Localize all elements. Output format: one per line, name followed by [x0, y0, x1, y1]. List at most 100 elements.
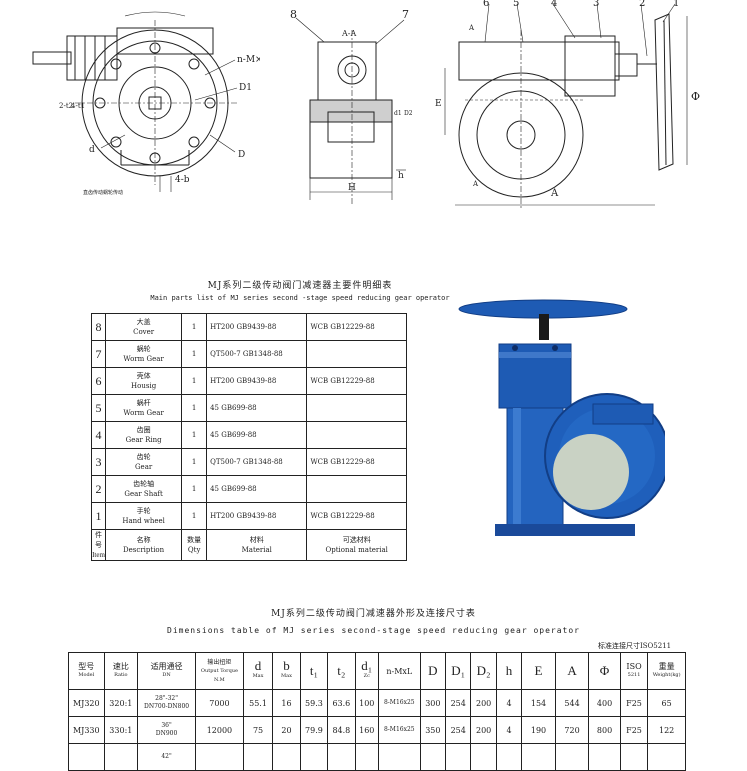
dims-table-note: 标准连接尺寸ISO5211	[598, 642, 672, 650]
cell-t2	[327, 743, 356, 771]
hdr-weight-en: Weight(kg)	[652, 672, 681, 678]
hdr-h: h	[505, 662, 513, 678]
left-front-view-drawing: n-M×L D1 D d 2-t2 4-t1 4-b 直齿传动蜗轮传动	[32, 11, 260, 196]
cell-t2: 63.6	[327, 689, 356, 717]
cell-t1	[299, 743, 329, 771]
hdr-material: 材料 Material	[206, 529, 308, 561]
cell-d1	[445, 743, 472, 771]
dims-table-subtitle: Dimensions table of MJ series second-sta…	[167, 626, 580, 635]
part-material: HT200 GB9439-88	[206, 502, 308, 530]
hdr-model-en: Model	[78, 672, 95, 678]
part-number: 3	[91, 448, 106, 476]
part-name-cn: 蜗杆	[136, 399, 151, 407]
part-optional-material: WCB GB12229-88	[306, 448, 407, 476]
part-material: 45 GB699-88	[206, 394, 308, 422]
cell-h: 4	[495, 716, 523, 744]
hdr-qty-cn: 数量	[187, 536, 202, 544]
cell-e: 190	[521, 716, 556, 744]
label-part-6: 6	[483, 0, 489, 9]
part-name-cn: 齿轮轴	[133, 480, 155, 488]
hdr-qty: 数量 Qty	[181, 529, 208, 561]
dims-table-title: MJ系列二级传动阀门减速器外形及连接尺寸表	[271, 609, 476, 619]
hdr-opt-cn: 可选材料	[342, 536, 371, 544]
hdr-mat-cn: 材料	[249, 536, 264, 544]
part-name-en: Gear Shaft	[124, 490, 163, 498]
label-part-1: 1	[673, 0, 679, 9]
parts-table-title: MJ系列二级传动阀门减速器主要件明细表	[207, 281, 393, 291]
hdr-torque-en: Output Torque	[200, 667, 238, 674]
label-a-section-bottom: A	[472, 180, 479, 188]
cell-d1: 254	[445, 716, 472, 744]
part-name-cn: 壳体	[136, 372, 151, 380]
hdr-iso-sub: 5211	[627, 672, 641, 678]
hdr-nml: n-MxL	[386, 666, 413, 676]
part-qty: 1	[181, 313, 208, 341]
cell-ratio: 320:1	[103, 689, 139, 717]
part-number: 7	[91, 340, 106, 368]
label-part-5: 5	[513, 0, 519, 9]
label-2-t2: 2-t2	[59, 102, 73, 110]
part-name-en: Gear Ring	[125, 436, 162, 444]
cell-dn-range: DN700-DN800	[144, 703, 190, 710]
part-optional-material	[306, 421, 407, 449]
cell-d1: 160	[354, 716, 379, 744]
hdr-qty-en: Qty	[187, 546, 201, 554]
part-number: 4	[91, 421, 106, 449]
middle-section-view-drawing: 8 7 A-A H h d1 D2	[290, 8, 413, 205]
part-qty: 1	[181, 475, 208, 503]
part-optional-material	[306, 475, 407, 503]
cell-a	[554, 743, 590, 771]
hdr-ratio-en: Ratio	[114, 672, 128, 678]
hdr-t1: t₁	[309, 662, 318, 678]
cell-weight: 65	[647, 689, 686, 717]
gear-operator-photo	[458, 299, 665, 536]
cell-h	[495, 743, 523, 771]
part-name-en: Worm Gear	[123, 409, 164, 417]
cell-d: 300	[419, 689, 447, 717]
hdr-d: d	[254, 658, 262, 673]
cell-d: 55.1	[242, 689, 274, 717]
hdr-big-d1: D₁	[451, 662, 466, 678]
part-description: 蜗杆 Worm Gear	[104, 394, 183, 422]
hdr-iso: ISO	[626, 662, 642, 671]
hdr-torque-cn: 输出扭矩	[207, 658, 232, 666]
part-name-en: Worm Gear	[123, 355, 164, 363]
label-4-b: 4-b	[175, 175, 190, 185]
part-material: 45 GB699-88	[206, 421, 308, 449]
part-name-cn: 蜗轮	[136, 345, 151, 353]
label-e: E	[435, 99, 442, 109]
label-big-d: D	[238, 150, 245, 160]
label-n-mxl: n-M×L	[237, 55, 260, 65]
part-material: QT500-7 GB1348-88	[206, 448, 308, 476]
left-drawing-caption: 直齿传动蜗轮传动	[83, 189, 123, 196]
hdr-ratio-cn: 速比	[112, 662, 129, 671]
cell-model	[68, 743, 105, 771]
hdr-mat-en: Material	[241, 546, 272, 554]
cell-t1: 79.9	[299, 716, 329, 744]
cell-dn-inch: 42"	[161, 753, 172, 760]
cell-ratio: 330:1	[103, 716, 139, 744]
cell-d	[419, 743, 447, 771]
part-description: 蜗轮 Worm Gear	[104, 340, 183, 368]
part-material: HT200 GB9439-88	[206, 313, 308, 341]
cell-torque	[195, 743, 244, 771]
hdr-opt-en: Optional material	[325, 546, 388, 554]
cell-e: 154	[521, 689, 556, 717]
part-material: 45 GB699-88	[206, 475, 308, 503]
hdr-desc-en: Description	[123, 546, 165, 554]
cell-nml	[377, 743, 421, 771]
parts-table-subtitle: Main parts list of MJ series second -sta…	[150, 294, 450, 302]
cell-dn: 42"	[137, 743, 197, 771]
part-material: QT500-7 GB1348-88	[206, 340, 308, 368]
hdr-optional: 可选材料 Optional material	[306, 529, 407, 561]
hdr-d1: d₁	[361, 658, 373, 673]
part-name-cn: 齿轮	[136, 453, 151, 461]
part-name-cn: 大盖	[136, 318, 151, 326]
